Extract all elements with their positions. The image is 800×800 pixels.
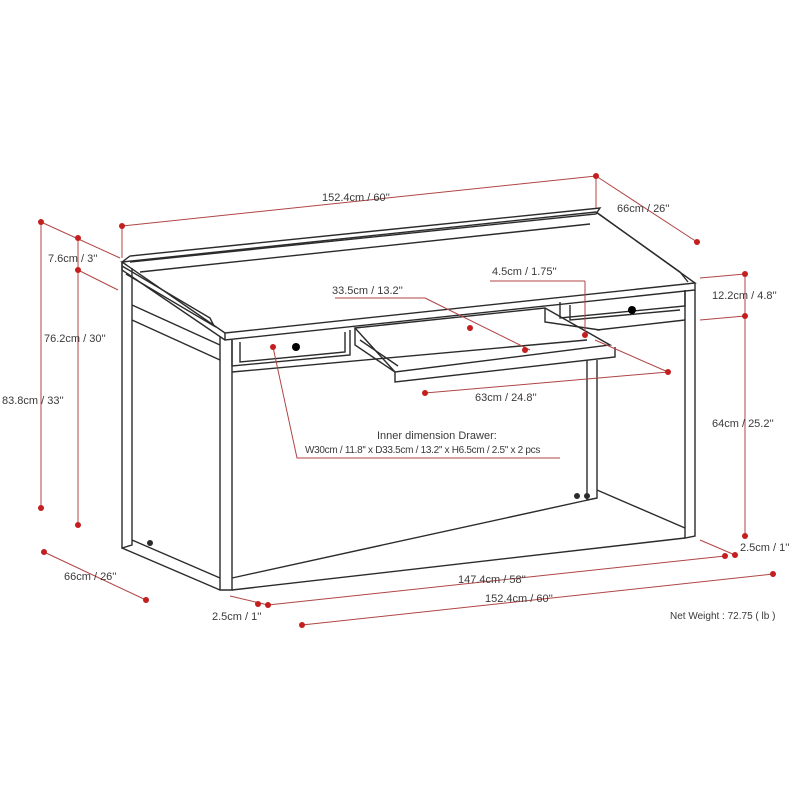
dimension-lines (40, 175, 774, 626)
label-leg-clearance: 64cm / 25.2'' (712, 418, 774, 430)
drawer-note-title: Inner dimension Drawer: (377, 430, 497, 442)
label-desk-height: 76.2cm / 30'' (44, 333, 106, 345)
label-total-height: 83.8cm / 33'' (2, 395, 64, 407)
label-riser-height: 7.6cm / 3'' (48, 253, 98, 265)
label-bottom-width: 152.4cm / 60'' (485, 593, 553, 605)
label-drawer-width: 63cm / 24.8'' (475, 392, 537, 404)
dimension-dots (38, 173, 776, 628)
label-leg-right: 2.5cm / 1'' (740, 542, 790, 554)
label-depth-bottom: 66cm / 26'' (64, 571, 117, 583)
drawer-knob-right (628, 306, 636, 314)
label-inner-width: 147.4cm / 58'' (458, 574, 526, 586)
label-depth-top: 66cm / 26'' (617, 203, 670, 215)
label-drawer-height: 4.5cm / 1.75'' (492, 266, 557, 278)
desk-outline (120, 207, 697, 591)
net-weight: Net Weight : 72.75 ( lb ) (670, 611, 776, 622)
drawer-note-detail: W30cm / 11.8'' x D33.5cm / 13.2'' x H6.5… (305, 445, 541, 456)
drawer-knob-left (292, 343, 300, 351)
label-apron-height: 12.2cm / 4.8'' (712, 290, 777, 302)
label-top-width: 152.4cm / 60'' (322, 192, 390, 204)
label-drawer-depth: 33.5cm / 13.2'' (332, 285, 403, 297)
label-leg-left: 2.5cm / 1'' (212, 611, 262, 623)
desk-top (120, 211, 697, 334)
